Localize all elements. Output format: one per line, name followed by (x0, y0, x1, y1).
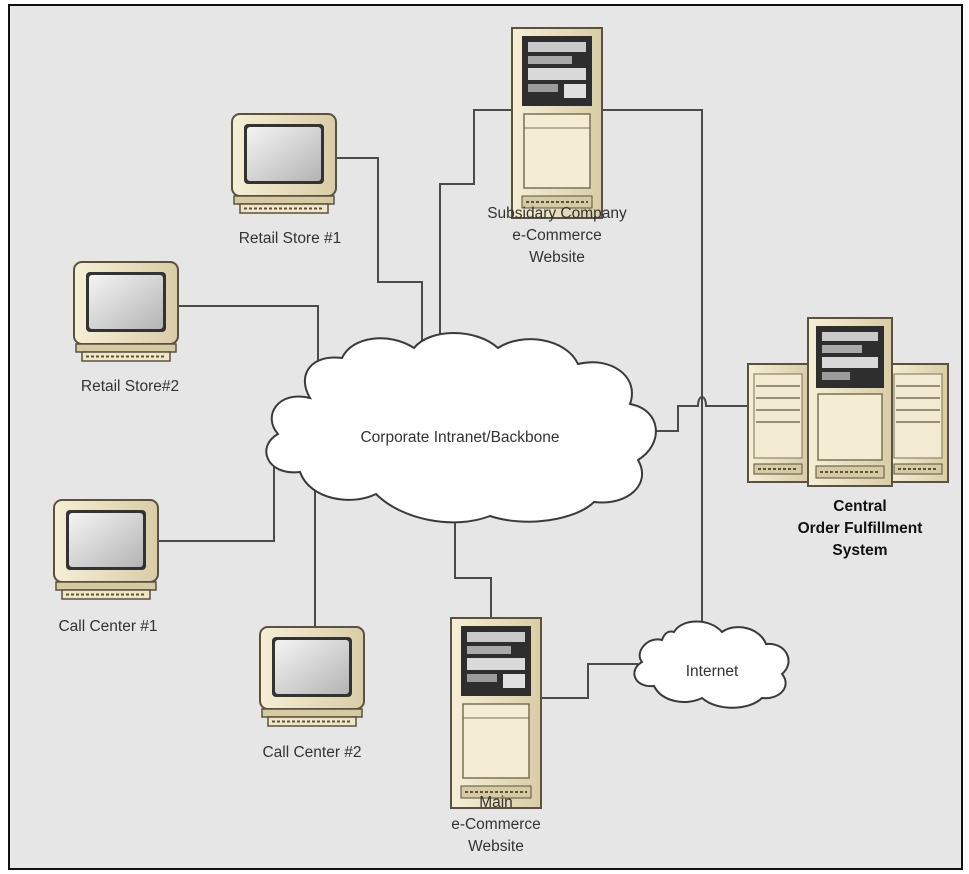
wire-retail-store-1 (335, 157, 423, 346)
internet-cloud (633, 620, 790, 709)
wire-call-center-1 (158, 461, 275, 542)
label-internet: Internet (685, 663, 739, 680)
wire-retail-store-2 (178, 305, 319, 366)
retail-store-1-terminal-icon (231, 113, 337, 214)
call-center-1-terminal-icon (53, 499, 159, 600)
label-central-system: Central Order Fulfillment System (797, 498, 923, 559)
label-subsidiary-site: Subsidary Company e-Commerce Website (487, 205, 627, 266)
wire-central-system (650, 396, 748, 432)
intranet-cloud (265, 332, 657, 524)
retail-store-2-terminal-icon (73, 261, 179, 362)
main-server-icon (450, 617, 542, 809)
wire-subsidiary-to-internet (602, 109, 703, 631)
wire-main-to-internet (542, 663, 638, 699)
label-main-site: Main e-Commerce Website (451, 794, 541, 855)
label-intranet: Corporate Intranet/Backbone (360, 429, 560, 446)
label-retail-store-2: Retail Store#2 (80, 378, 180, 395)
label-call-center-1: Call Center #1 (58, 618, 158, 635)
label-retail-store-1: Retail Store #1 (238, 230, 342, 247)
label-call-center-2: Call Center #2 (262, 744, 362, 761)
central-system-servers-icon (747, 317, 949, 487)
call-center-2-terminal-icon (259, 626, 365, 727)
connection-lines (158, 109, 748, 699)
network-diagram: Retail Store #1 Retail Store#2 Call Cent… (8, 4, 963, 870)
subsidiary-server-icon (511, 27, 603, 219)
wire-subsidiary-site (439, 109, 512, 346)
wire-main-site (454, 516, 492, 618)
